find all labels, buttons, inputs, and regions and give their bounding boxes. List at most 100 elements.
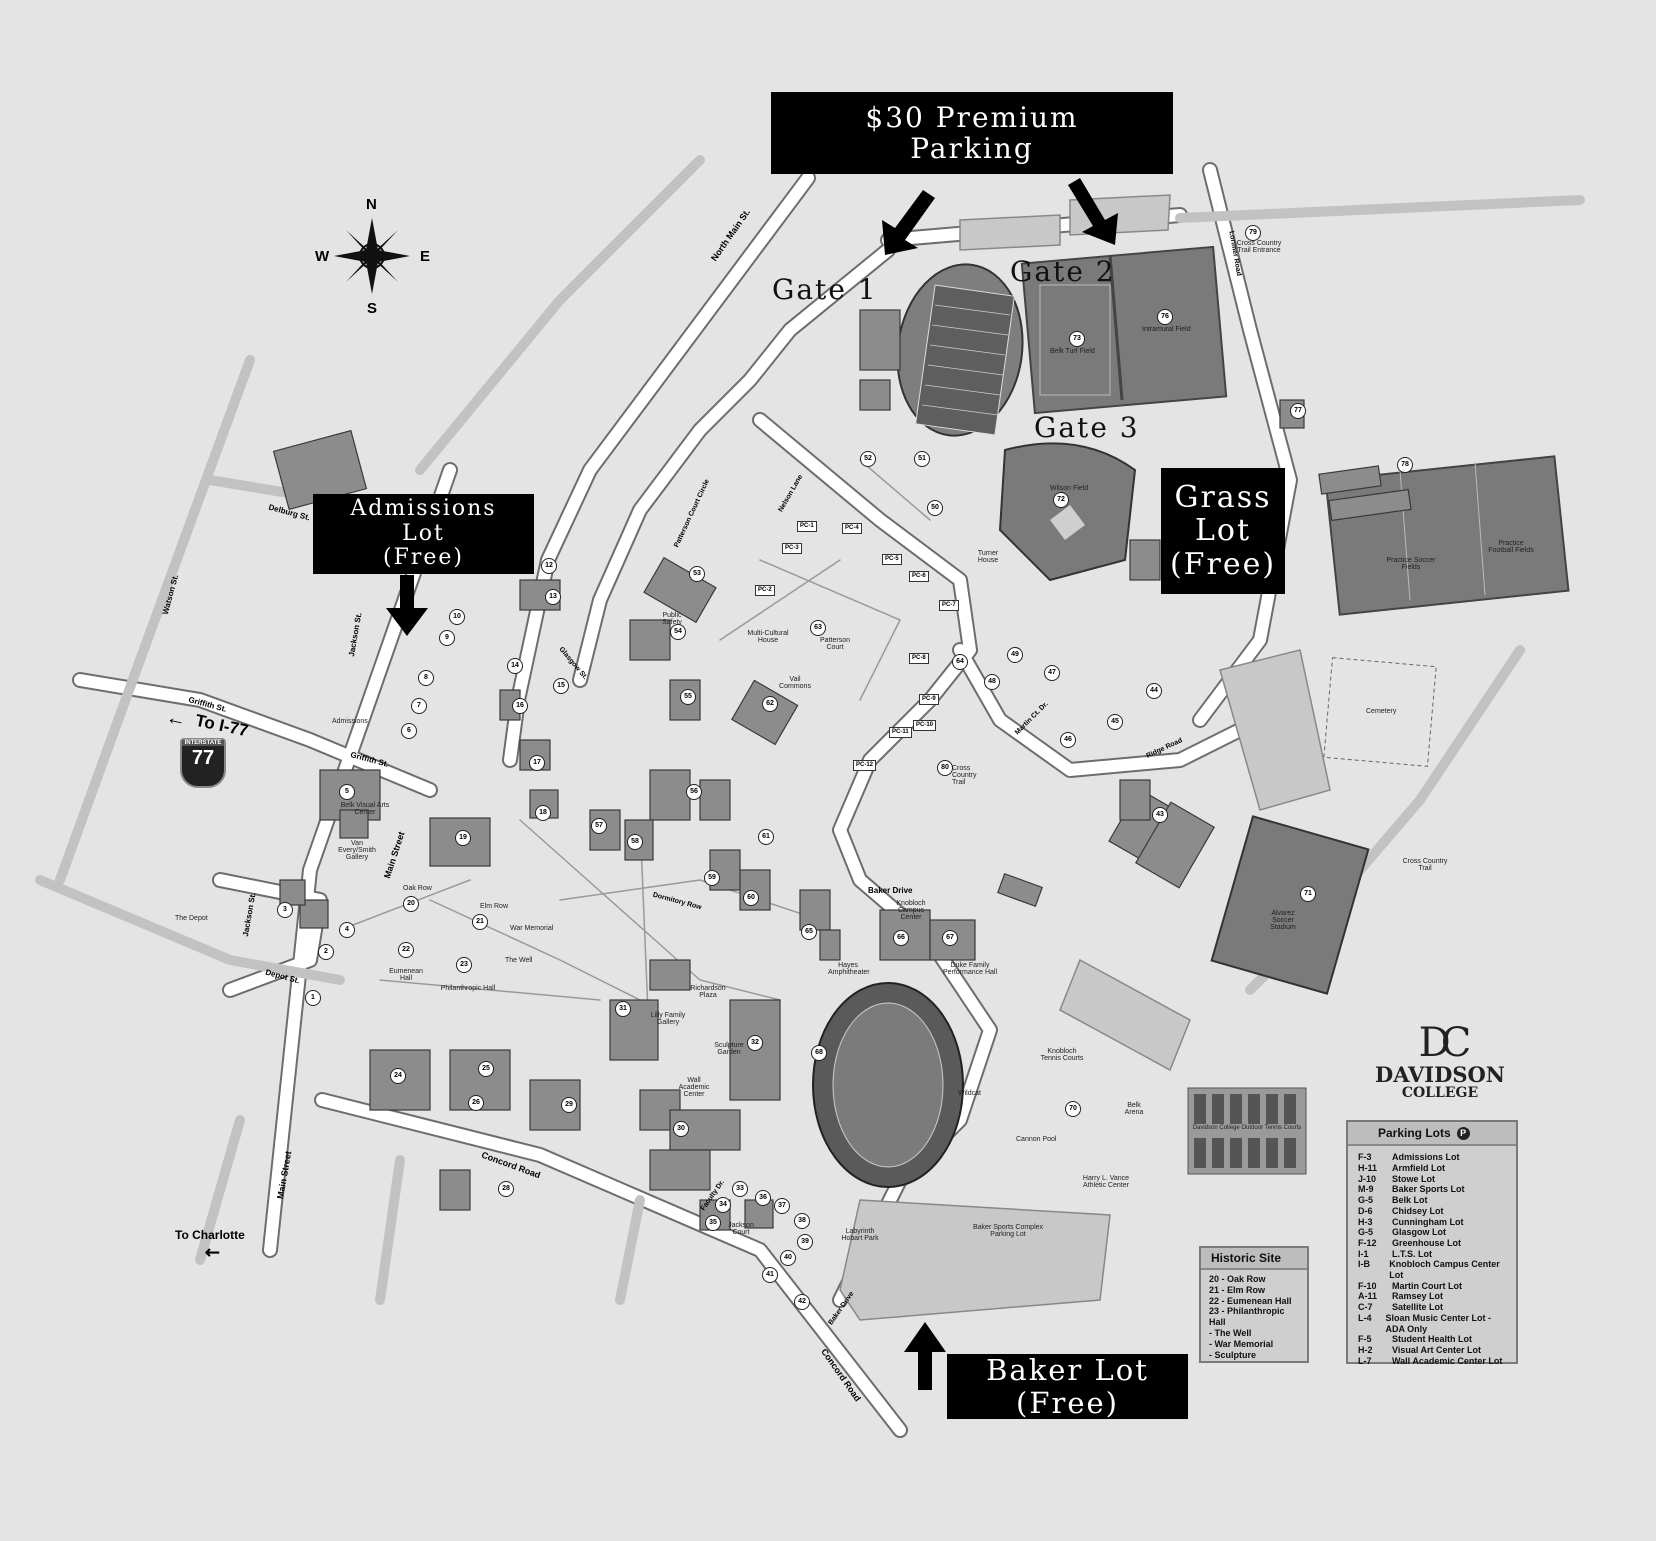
building-marker-41[interactable]: 41 [762, 1267, 778, 1283]
label-wall-center[interactable]: Wall Academic Center [678, 1077, 710, 1098]
building-marker-72[interactable]: 72 [1053, 492, 1069, 508]
building-marker-14[interactable]: 14 [507, 658, 523, 674]
label-turner-house[interactable]: Turner House [977, 550, 999, 564]
building-marker-37[interactable]: 37 [774, 1198, 790, 1214]
label-vance-center[interactable]: Harry L. Vance Athletic Center [1082, 1175, 1130, 1189]
building-marker-78[interactable]: 78 [1397, 457, 1413, 473]
building-marker-16[interactable]: 16 [512, 698, 528, 714]
label-depot[interactable]: The Depot [175, 915, 208, 922]
building-marker-30[interactable]: 30 [673, 1121, 689, 1137]
building-marker-36[interactable]: 36 [755, 1190, 771, 1206]
building-marker-12[interactable]: 12 [541, 558, 557, 574]
building-marker-63[interactable]: 63 [810, 620, 826, 636]
building-marker-54[interactable]: 54 [670, 624, 686, 640]
pc-marker[interactable]: PC-5 [882, 554, 902, 565]
label-jackson-court[interactable]: Jackson Court [728, 1222, 754, 1236]
building-marker-6[interactable]: 6 [401, 723, 417, 739]
label-cross-country-trail-2[interactable]: Cross Country Trail [1402, 858, 1448, 872]
building-marker-21[interactable]: 21 [472, 914, 488, 930]
building-marker-34[interactable]: 34 [715, 1197, 731, 1213]
pc-marker[interactable]: PC-7 [939, 600, 959, 611]
building-marker-46[interactable]: 46 [1060, 732, 1076, 748]
building-marker-8[interactable]: 8 [418, 670, 434, 686]
building-marker-60[interactable]: 60 [743, 890, 759, 906]
pc-marker[interactable]: PC-12 [853, 760, 877, 771]
building-marker-64[interactable]: 64 [952, 654, 968, 670]
label-baker-complex-lot[interactable]: Baker Sports Complex Parking Lot [972, 1224, 1044, 1238]
building-marker-10[interactable]: 10 [449, 609, 465, 625]
building-marker-4[interactable]: 4 [339, 922, 355, 938]
gate-3-label[interactable]: Gate 3 [1034, 411, 1140, 444]
label-labyrinth[interactable]: Labyrinth Hobart Park [841, 1228, 879, 1242]
pc-marker[interactable]: PC-9 [919, 694, 939, 705]
pc-marker[interactable]: PC-2 [755, 585, 775, 596]
gate-2-label[interactable]: Gate 2 [1010, 255, 1116, 288]
label-belk-arena[interactable]: Belk Arena [1124, 1102, 1144, 1116]
building-marker-28[interactable]: 28 [498, 1181, 514, 1197]
building-marker-65[interactable]: 65 [801, 924, 817, 940]
label-patterson-court[interactable]: Patterson Court [820, 637, 850, 651]
building-marker-19[interactable]: 19 [455, 830, 471, 846]
building-marker-38[interactable]: 38 [794, 1213, 810, 1229]
label-knobloch-center[interactable]: Knobloch Campus Center [896, 900, 926, 921]
pc-marker[interactable]: PC-10 [913, 720, 937, 731]
label-eumenean[interactable]: Eumenean Hall [389, 968, 423, 982]
pc-marker[interactable]: PC-6 [909, 571, 929, 582]
baker-lot-callout[interactable]: Baker Lot (Free) [947, 1354, 1188, 1419]
building-marker-52[interactable]: 52 [860, 451, 876, 467]
pc-marker[interactable]: PC-1 [797, 521, 817, 532]
building-marker-57[interactable]: 57 [591, 818, 607, 834]
building-marker-79[interactable]: 79 [1245, 225, 1261, 241]
building-marker-39[interactable]: 39 [797, 1234, 813, 1250]
label-lilly[interactable]: Lilly Family Gallery [650, 1012, 686, 1026]
building-marker-31[interactable]: 31 [615, 1001, 631, 1017]
building-marker-9[interactable]: 9 [439, 630, 455, 646]
label-richardson[interactable]: Richardson Plaza [690, 985, 726, 999]
building-marker-56[interactable]: 56 [686, 784, 702, 800]
building-marker-29[interactable]: 29 [561, 1097, 577, 1113]
building-marker-20[interactable]: 20 [403, 896, 419, 912]
building-marker-49[interactable]: 49 [1007, 647, 1023, 663]
label-sculpture-garden[interactable]: Sculpture Garden [714, 1042, 744, 1056]
building-marker-62[interactable]: 62 [762, 696, 778, 712]
building-marker-23[interactable]: 23 [456, 957, 472, 973]
label-multicultural[interactable]: Multi-Cultural House [747, 630, 789, 644]
building-marker-42[interactable]: 42 [794, 1294, 810, 1310]
building-marker-2[interactable]: 2 [318, 944, 334, 960]
gate-1-label[interactable]: Gate 1 [772, 273, 878, 306]
label-wilson-field[interactable]: Wilson Field [1050, 485, 1089, 492]
building-marker-33[interactable]: 33 [732, 1181, 748, 1197]
label-intramural[interactable]: Intramural Field [1142, 326, 1191, 333]
building-marker-67[interactable]: 67 [942, 930, 958, 946]
building-marker-47[interactable]: 47 [1044, 665, 1060, 681]
building-marker-48[interactable]: 48 [984, 674, 1000, 690]
label-admissions[interactable]: Admissions [332, 718, 368, 725]
building-marker-80[interactable]: 80 [937, 760, 953, 776]
label-elm-row[interactable]: Elm Row [480, 903, 509, 910]
building-marker-15[interactable]: 15 [553, 678, 569, 694]
pc-marker[interactable]: PC-11 [889, 727, 912, 738]
label-belk-turf[interactable]: Belk Turf Field [1050, 348, 1095, 355]
pc-marker[interactable]: PC-8 [909, 653, 929, 664]
pc-marker[interactable]: PC-3 [782, 543, 802, 554]
building-marker-55[interactable]: 55 [680, 689, 696, 705]
building-marker-43[interactable]: 43 [1152, 807, 1168, 823]
label-wildcat[interactable]: Wildcat [958, 1090, 981, 1097]
building-marker-17[interactable]: 17 [529, 755, 545, 771]
label-duke-family[interactable]: Duke Family Performance Hall [942, 962, 998, 976]
building-marker-77[interactable]: 77 [1290, 403, 1306, 419]
building-marker-7[interactable]: 7 [411, 698, 427, 714]
building-marker-1[interactable]: 1 [305, 990, 321, 1006]
